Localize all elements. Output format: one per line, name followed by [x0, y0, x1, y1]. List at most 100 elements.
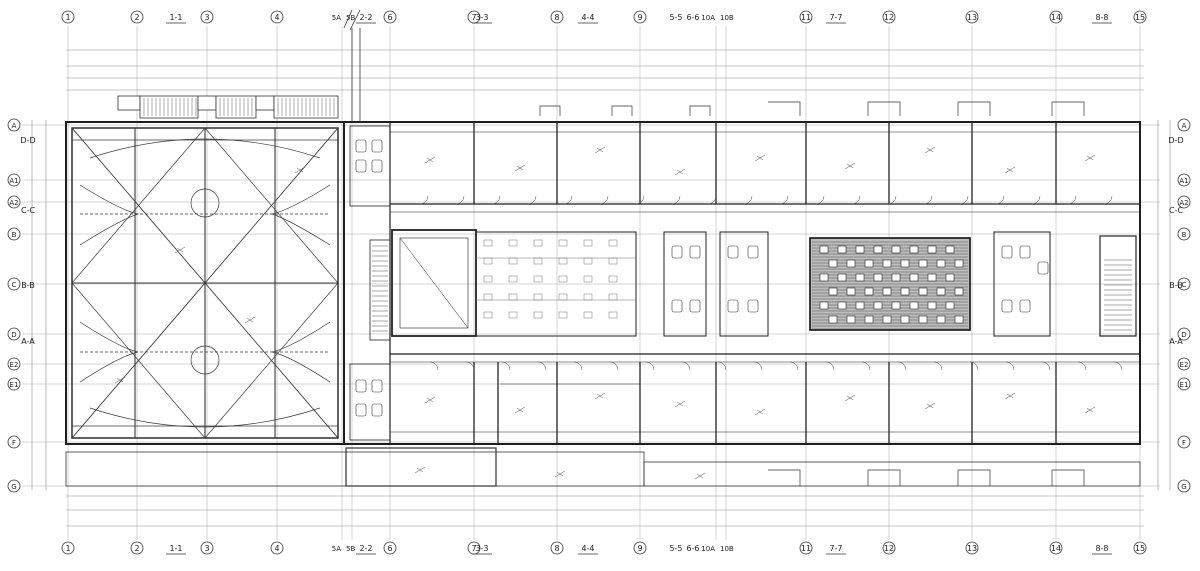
section-mark-top: 1-1: [169, 13, 182, 22]
row-label: E2: [1180, 361, 1189, 369]
column-label: 5B: [346, 14, 355, 22]
section-mark-bottom: 8-8: [1095, 544, 1108, 553]
row-label: A1: [9, 177, 18, 185]
column-label: 10A: [701, 545, 715, 553]
row-bubble-right: E2: [1177, 357, 1191, 371]
column-label: 11: [801, 13, 811, 22]
column-label: 13: [967, 13, 977, 22]
column-bubble-bottom: 13: [965, 541, 979, 555]
section-mark-bottom: 2-2: [359, 544, 372, 553]
column-bubble-bottom: 15: [1133, 541, 1147, 555]
column-bubble-bottom: 9: [633, 541, 647, 555]
column-bubble-bottom: 12: [882, 541, 896, 555]
side-section-mark-right: C-C: [1169, 206, 1183, 215]
section-mark-top: 3-3: [475, 13, 488, 22]
row-bubble-left: A1: [7, 173, 21, 187]
row-bubble-right: D: [1177, 327, 1191, 341]
column-label: 10B: [720, 14, 734, 22]
row-bubble-left: A: [7, 118, 21, 132]
column-bubble-top: 1: [61, 10, 75, 24]
column-bubble-top: 9: [633, 10, 647, 24]
column-label: 1: [65, 544, 70, 553]
row-label: E1: [10, 381, 19, 389]
row-label: G: [1181, 483, 1186, 491]
column-bubble-bottom: 4: [270, 541, 284, 555]
column-bubble-top: 15: [1133, 10, 1147, 24]
row-label: E1: [1180, 381, 1189, 389]
row-label: A: [1182, 122, 1187, 130]
section-mark-top: 8-8: [1095, 13, 1108, 22]
column-label: 5B: [346, 545, 355, 553]
row-label: A2: [1179, 199, 1188, 207]
column-label: 14: [1051, 13, 1061, 22]
side-section-mark-right: A-A: [1169, 337, 1183, 346]
row-label: A2: [9, 199, 18, 207]
column-bubble-top: 2: [130, 10, 144, 24]
column-label: 13: [967, 544, 977, 553]
row-label: C: [1182, 281, 1187, 289]
column-label: 4: [274, 544, 279, 553]
section-marks: 1-11-12-22-23-33-34-44-47-77-78-88-85-55…: [20, 13, 1184, 555]
column-bubble-bottom: 11: [799, 541, 813, 555]
column-bubble-top: 12: [882, 10, 896, 24]
column-bubble-top: 14: [1049, 10, 1063, 24]
column-label: 2: [134, 13, 139, 22]
row-label: G: [11, 483, 16, 491]
section-mark-top: 6-6: [686, 13, 699, 22]
column-label: 8: [554, 544, 559, 553]
row-label: C: [12, 281, 17, 289]
column-bubble-top: 3: [200, 10, 214, 24]
row-label: D: [11, 331, 16, 339]
column-label: 2: [134, 544, 139, 553]
column-bubble-top: 6: [383, 10, 397, 24]
column-label: 6: [387, 544, 392, 553]
stair-treads: [143, 98, 1132, 332]
row-bubble-left: E2: [7, 357, 21, 371]
section-mark-bottom: 3-3: [475, 544, 488, 553]
column-label: 7: [471, 544, 476, 553]
column-label: 9: [637, 13, 642, 22]
row-bubble-left: C: [7, 277, 21, 291]
row-label: F: [1182, 439, 1186, 447]
desk-grid: [476, 239, 636, 319]
column-label: 9: [637, 544, 642, 553]
column-bubble-bottom: 3: [200, 541, 214, 555]
section-mark-top: 2-2: [359, 13, 372, 22]
side-section-mark-left: C-C: [21, 206, 35, 215]
room-dividers: [473, 122, 1057, 444]
row-bubble-left: G: [7, 479, 21, 493]
side-section-mark-left: D-D: [20, 136, 35, 145]
column-label: 7: [471, 13, 476, 22]
side-section-mark-left: B-B: [21, 281, 35, 290]
row-bubble-right: C: [1177, 277, 1191, 291]
row-bubble-right: B: [1177, 227, 1191, 241]
column-bubble-bottom: 1: [61, 541, 75, 555]
column-label: 10B: [720, 545, 734, 553]
sports-hall: [71, 127, 339, 439]
row-bubble-right: A2: [1177, 195, 1191, 209]
column-label: 12: [884, 544, 894, 553]
row-bubble-left: A2: [7, 195, 21, 209]
column-bubble-bottom: 14: [1049, 541, 1063, 555]
row-label: B: [1182, 231, 1187, 239]
row-bubble-right: A: [1177, 118, 1191, 132]
column-label-pair: 5A: [332, 14, 341, 22]
row-label: A1: [1179, 177, 1188, 185]
column-bubble-bottom: 8: [550, 541, 564, 555]
side-section-mark-right: B-B: [1169, 281, 1183, 290]
column-label: 10A: [701, 14, 715, 22]
row-bubble-right: F: [1177, 435, 1191, 449]
section-mark-top: 5-5: [669, 13, 682, 22]
column-label: 15: [1135, 544, 1145, 553]
row-label: E2: [10, 361, 19, 369]
column-label: 14: [1051, 544, 1061, 553]
side-section-mark-right: D-D: [1168, 136, 1183, 145]
column-bubble-bottom: 6: [383, 541, 397, 555]
section-mark-bottom: 7-7: [829, 544, 842, 553]
row-bubble-right: E1: [1177, 377, 1191, 391]
